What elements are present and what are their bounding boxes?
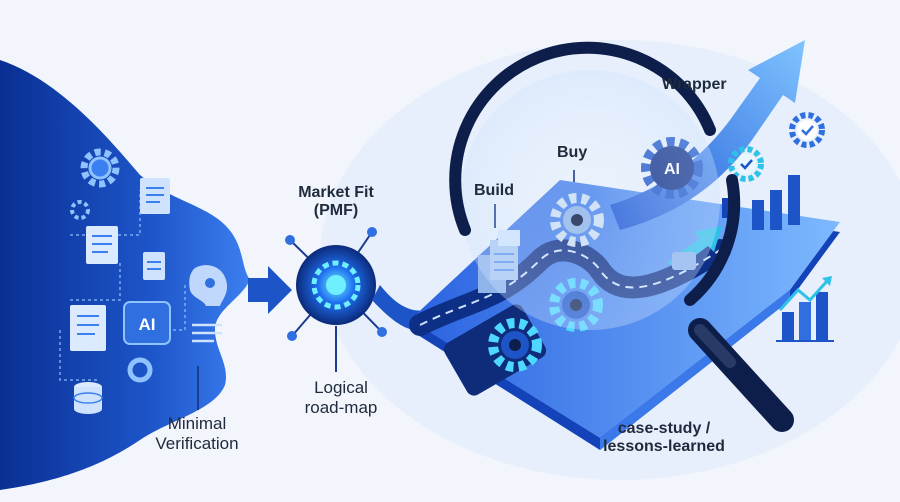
logical-line2: road-map xyxy=(304,397,378,417)
target-hub-icon xyxy=(285,227,387,341)
document-icon xyxy=(70,305,106,351)
arrow-right-icon xyxy=(248,266,292,314)
ai-chip-icon: AI xyxy=(123,301,171,345)
text-lines-icon xyxy=(192,323,222,343)
database-icon xyxy=(73,382,103,414)
build-text: Build xyxy=(474,182,514,199)
growth-chart-icon xyxy=(776,276,834,342)
document-icon xyxy=(140,178,170,214)
head-silhouette xyxy=(0,60,250,490)
market-fit-label: Market Fit (PMF) xyxy=(276,184,396,221)
build-label: Build xyxy=(474,182,514,200)
market-fit-line2: (PMF) xyxy=(313,202,359,220)
growth-arrow-icon xyxy=(610,40,805,230)
wrapper-text: Wrapper xyxy=(662,76,727,93)
buy-label: Buy xyxy=(557,144,587,162)
logical-line1: Logical xyxy=(314,378,368,397)
gear-icon xyxy=(70,200,90,220)
donut-chart-icon xyxy=(127,357,153,383)
check-gear-icon xyxy=(789,112,825,148)
check-gear-icon xyxy=(728,146,764,182)
wrapper-label: Wrapper xyxy=(662,76,727,94)
gear-icon xyxy=(80,148,120,188)
gear-icon xyxy=(488,318,542,372)
magnifier-icon xyxy=(449,41,794,432)
logical-roadmap-label: Logical road-map xyxy=(286,378,396,417)
case-line1: case-study / xyxy=(617,420,711,437)
head-profile-icon xyxy=(189,265,228,306)
buy-text: Buy xyxy=(557,144,588,161)
ai-chip-label: AI xyxy=(139,315,156,334)
minimal-verification-label: Minimal Verification xyxy=(138,414,256,453)
market-fit-line1: Market Fit xyxy=(298,184,374,201)
document-icon xyxy=(143,252,165,280)
minimal-line1: Minimal xyxy=(167,414,227,433)
document-icon xyxy=(86,226,118,264)
minimal-line2: Verification xyxy=(155,433,239,453)
case-study-label: case-study / lessons-learned xyxy=(584,420,744,457)
case-line2: lessons-learned xyxy=(603,438,725,456)
